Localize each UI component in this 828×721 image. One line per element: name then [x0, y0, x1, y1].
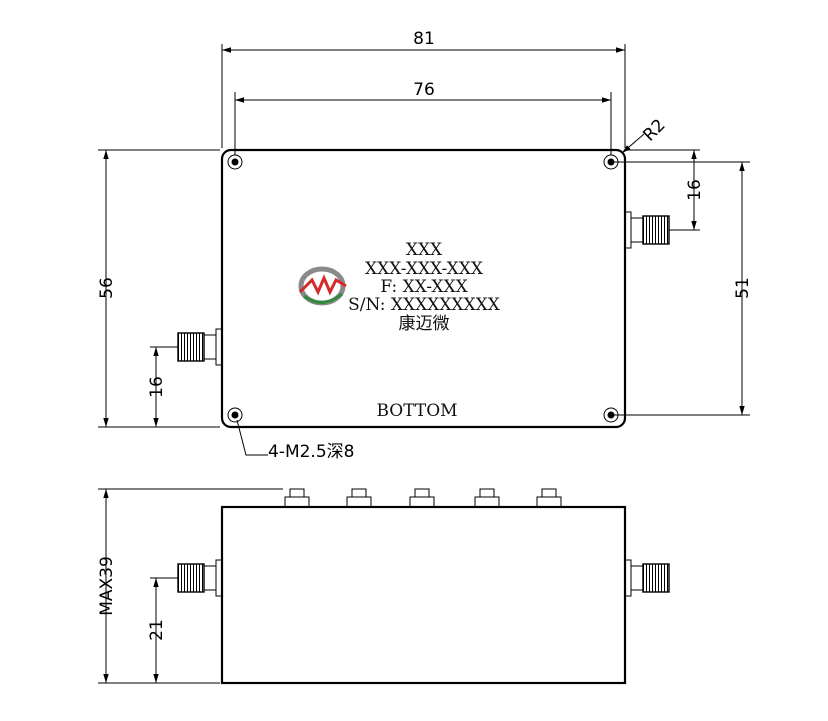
mounting-hole: [227, 407, 243, 423]
feedthrough-connector: [409, 488, 435, 508]
mounting-hole-callout: 4-M2.5深8: [236, 419, 354, 462]
feedthrough-connector: [536, 488, 562, 508]
top-view-body: [220, 148, 627, 429]
dim-16-left-text: 16: [147, 376, 167, 398]
dim-81-text: 81: [413, 29, 435, 49]
dim-56-text: 56: [97, 277, 117, 299]
dimension-corner-radius: R2: [621, 115, 670, 154]
side-view-body: [220, 505, 627, 685]
dimension-height-left: 56: [97, 149, 220, 428]
mounting-hole-text: 4-M2.5深8: [268, 442, 354, 462]
dim-max39-text: MAX39: [97, 556, 117, 616]
dim-16-right-text: 16: [685, 179, 705, 201]
label-line-5: 康迈微: [399, 314, 450, 334]
label-line-1: XXX: [406, 240, 443, 260]
dim-21-text: 21: [147, 619, 167, 641]
feedthrough-connector: [346, 488, 372, 508]
mounting-hole: [227, 154, 243, 170]
dimension-width-outer: 81: [221, 29, 626, 148]
feedthrough-connector: [474, 488, 500, 508]
side-view: MAX39 21: [97, 488, 670, 685]
dim-r2-text: R2: [639, 115, 669, 145]
sma-connector-right-side: [624, 559, 670, 597]
dim-51-text: 51: [733, 277, 753, 299]
feedthrough-connector: [284, 488, 310, 508]
dimension-left-connector: 16: [147, 346, 178, 427]
top-view: XXX XXX-XXX-XXX F: XX-XXX S/N: XXXXXXXXX…: [97, 29, 753, 462]
sma-connector-left-side: [177, 559, 223, 597]
sma-connector-right: [624, 211, 670, 249]
bottom-label: BOTTOM: [376, 401, 457, 421]
sma-connector-left: [177, 328, 223, 366]
label-line-2: XXX-XXX-XXX: [365, 259, 484, 279]
dimension-side-height: MAX39: [97, 488, 283, 684]
brand-logo: [298, 266, 347, 306]
label-line-4: S/N: XXXXXXXXX: [348, 295, 501, 315]
dimension-width-inner: 76: [234, 80, 612, 155]
label-line-3: F: XX-XXX: [380, 277, 468, 297]
dimension-right-connector: 16: [627, 149, 705, 231]
dim-76-text: 76: [413, 80, 435, 100]
dimension-side-connector: 21: [147, 577, 178, 683]
dimension-height-right: 51: [613, 161, 753, 416]
